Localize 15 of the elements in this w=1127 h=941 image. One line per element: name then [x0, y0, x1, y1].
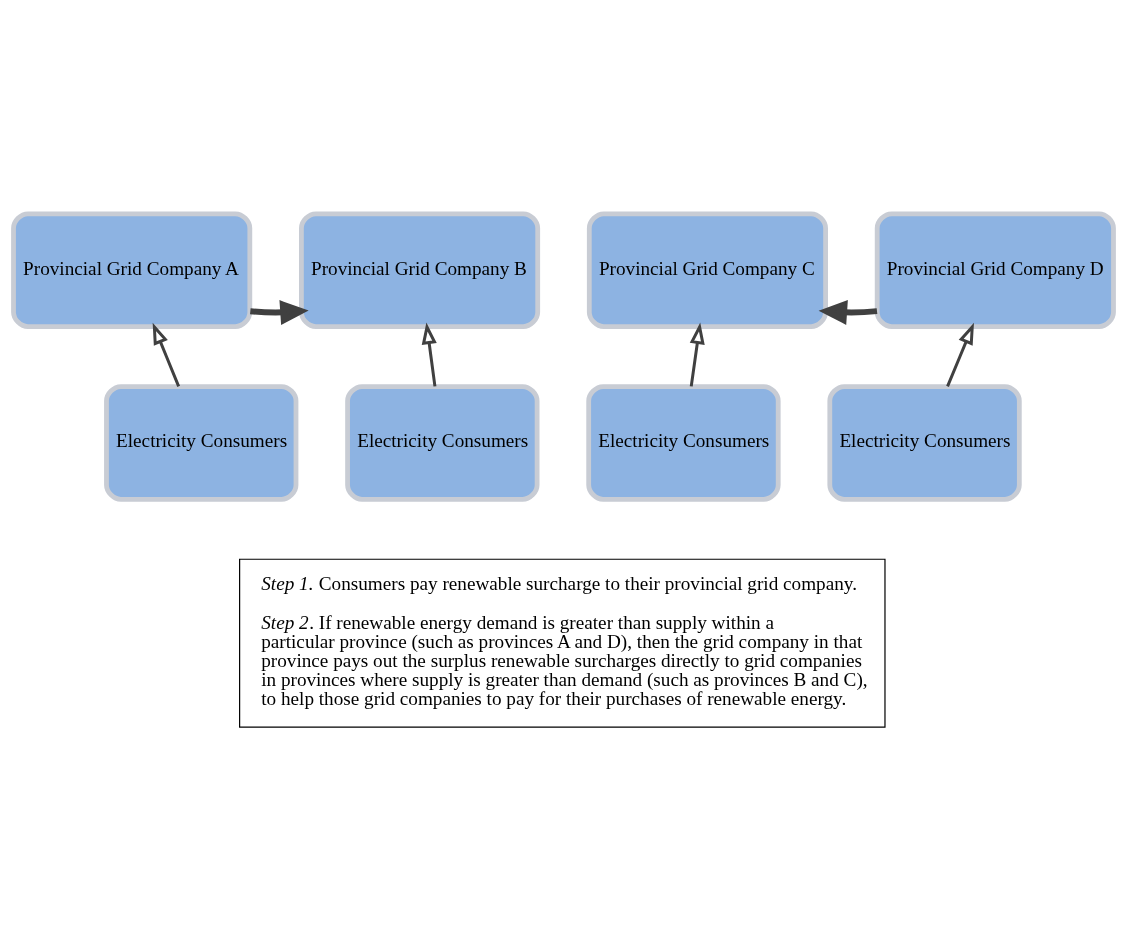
- node-box: Electricity Consumers: [104, 384, 299, 502]
- node-box: Provincial Grid Company B: [299, 211, 541, 329]
- node-box: Electricity Consumers: [345, 384, 540, 502]
- node-box: Provincial Grid Company D: [874, 211, 1116, 329]
- node-box: Step 1. Consumers pay renewable surcharge to their provincial grid company. Step 2. If renewable energy demand is greater than supply within a particular province (such as provinces A and D), then the grid company in that province pays out the surplus renewable surcharges directly to grid companies in provinces where supply is greater than demand (such as provinces B and C), to help those grid companies to pay for their purchases of renewable energy.: [239, 558, 886, 728]
- node-box: Electricity Consumers: [586, 384, 781, 502]
- arrow: [250, 300, 309, 325]
- arrow: [818, 300, 878, 325]
- arrow: [689, 322, 705, 387]
- node-box: Provincial Grid Company A: [11, 211, 253, 329]
- arrow: [152, 322, 181, 387]
- node-box: Provincial Grid Company C: [586, 211, 828, 329]
- node-box: Electricity Consumers: [827, 384, 1022, 502]
- arrow: [421, 322, 437, 387]
- arrow: [946, 322, 974, 387]
